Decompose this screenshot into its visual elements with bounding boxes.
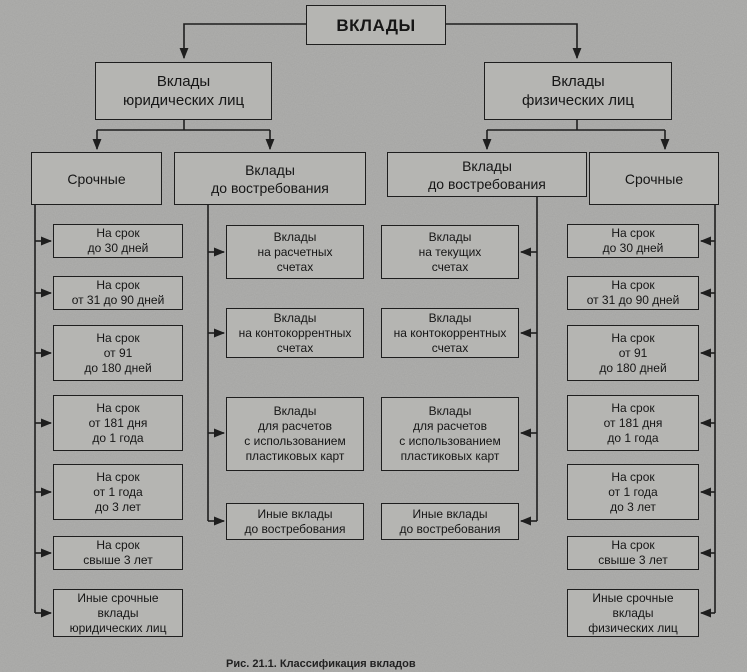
individual-term-item-2: На срок от 31 до 90 дней bbox=[567, 276, 699, 310]
legal-term-item-1: На срок до 30 дней bbox=[53, 224, 183, 258]
individual-demand-box: Вклады до востребования bbox=[387, 152, 587, 197]
individual-demand-item-2: Вклады на контокоррентных счетах bbox=[381, 308, 519, 358]
legal-demand-item-4: Иные вклады до востребования bbox=[226, 503, 364, 540]
individual-term-item-5: На срок от 1 года до 3 лет bbox=[567, 464, 699, 520]
legal-term-item-5: На срок от 1 года до 3 лет bbox=[53, 464, 183, 520]
legal-term-item-3: На срок от 91 до 180 дней bbox=[53, 325, 183, 381]
individual-demand-item-4: Иные вклады до востребования bbox=[381, 503, 519, 540]
individual-demand-item-3: Вклады для расчетов с использованием пла… bbox=[381, 397, 519, 471]
individual-term-item-4: На срок от 181 дня до 1 года bbox=[567, 395, 699, 451]
individuals-box: Вклады физических лиц bbox=[484, 62, 672, 120]
legal-entities-box: Вклады юридических лиц bbox=[95, 62, 272, 120]
individual-term-box: Срочные bbox=[589, 152, 719, 205]
legal-demand-item-2: Вклады на контокоррентных счетах bbox=[226, 308, 364, 358]
individual-term-item-6: На срок свыше 3 лет bbox=[567, 536, 699, 570]
individual-demand-item-1: Вклады на текущих счетах bbox=[381, 225, 519, 279]
legal-demand-item-1: Вклады на расчетных счетах bbox=[226, 225, 364, 279]
individual-term-item-3: На срок от 91 до 180 дней bbox=[567, 325, 699, 381]
legal-term-item-2: На срок от 31 до 90 дней bbox=[53, 276, 183, 310]
legal-term-item-4: На срок от 181 дня до 1 года bbox=[53, 395, 183, 451]
individual-term-item-1: На срок до 30 дней bbox=[567, 224, 699, 258]
root-box: ВКЛАДЫ bbox=[306, 5, 446, 45]
individual-term-item-7: Иные срочные вклады физических лиц bbox=[567, 589, 699, 637]
legal-term-box: Срочные bbox=[31, 152, 162, 205]
legal-term-item-6: На срок свыше 3 лет bbox=[53, 536, 183, 570]
legal-term-item-7: Иные срочные вклады юридических лиц bbox=[53, 589, 183, 637]
figure-caption: Рис. 21.1. Классификация вкладов bbox=[226, 658, 416, 670]
legal-demand-item-3: Вклады для расчетов с использованием пла… bbox=[226, 397, 364, 471]
legal-demand-box: Вклады до востребования bbox=[174, 152, 366, 205]
